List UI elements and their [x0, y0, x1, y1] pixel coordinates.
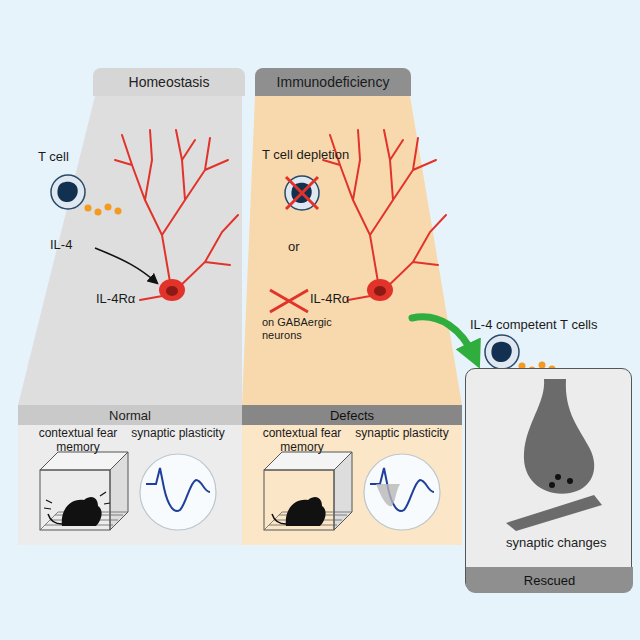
- synapse-drawing: [466, 373, 630, 533]
- annotation-label: IL-4 competent T cells: [470, 318, 635, 333]
- annotation-label: synaptic plasticity: [354, 427, 450, 441]
- annotation-label: contextual fear memory: [28, 427, 128, 455]
- box-label: Normal: [109, 408, 151, 423]
- box-label: Homeostasis: [129, 74, 210, 90]
- annotation-label: T cell depletion: [262, 148, 382, 163]
- annotation-label: IL-4Rα: [310, 292, 370, 307]
- annotation-label: IL-4Rα: [96, 292, 166, 307]
- annotation-label: contextual fear memory: [252, 427, 352, 455]
- rescue-box: synaptic changesRescued: [465, 368, 632, 592]
- box-label: Immunodeficiency: [277, 74, 390, 90]
- annotation-label: synaptic plasticity: [130, 427, 226, 441]
- box-caption: synaptic changes: [506, 535, 631, 550]
- box-label: Defects: [330, 408, 374, 423]
- annotation-label: IL-4: [50, 238, 100, 253]
- box-label: Rescued: [524, 573, 575, 588]
- header-tab: Homeostasis: [93, 68, 245, 96]
- result-bar: Rescued: [466, 567, 633, 593]
- annotation-label: or: [288, 240, 318, 255]
- result-bar: Normal: [18, 405, 242, 425]
- result-bar: Defects: [242, 405, 462, 425]
- annotation-label: on GABAergic neurons: [262, 316, 358, 341]
- annotation-label: T cell: [38, 150, 108, 165]
- header-tab: Immunodeficiency: [255, 68, 411, 96]
